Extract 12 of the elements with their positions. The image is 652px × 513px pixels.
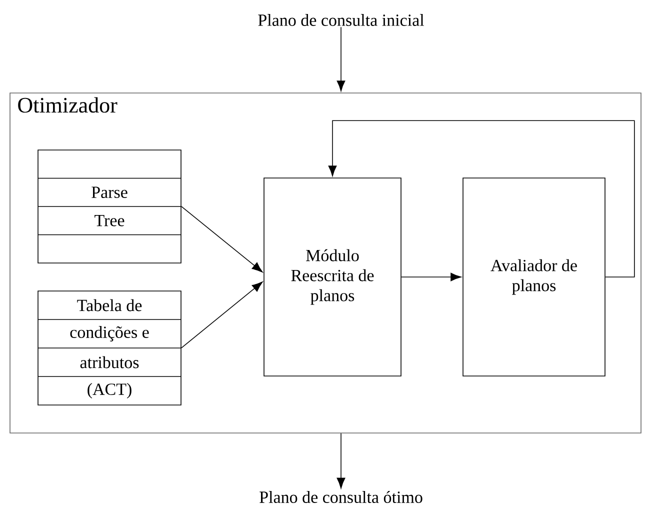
data-table: Tabela de condições e atributos (ACT): [38, 290, 182, 406]
arrow: [328, 120, 635, 278]
process-box: Módulo Reescrita de planos: [264, 178, 402, 376]
caption-text: Plano de consulta inicial: [258, 14, 424, 26]
data-table: Parse Tree: [38, 150, 182, 264]
caption-text: Plano de consulta ótimo: [260, 491, 422, 503]
arrow: [336, 26, 346, 92]
arrow: [336, 433, 346, 489]
process-box: Avaliador de planos: [462, 178, 606, 376]
arrow: [401, 272, 462, 282]
arrow: [181, 282, 263, 348]
arrow: [181, 206, 263, 272]
